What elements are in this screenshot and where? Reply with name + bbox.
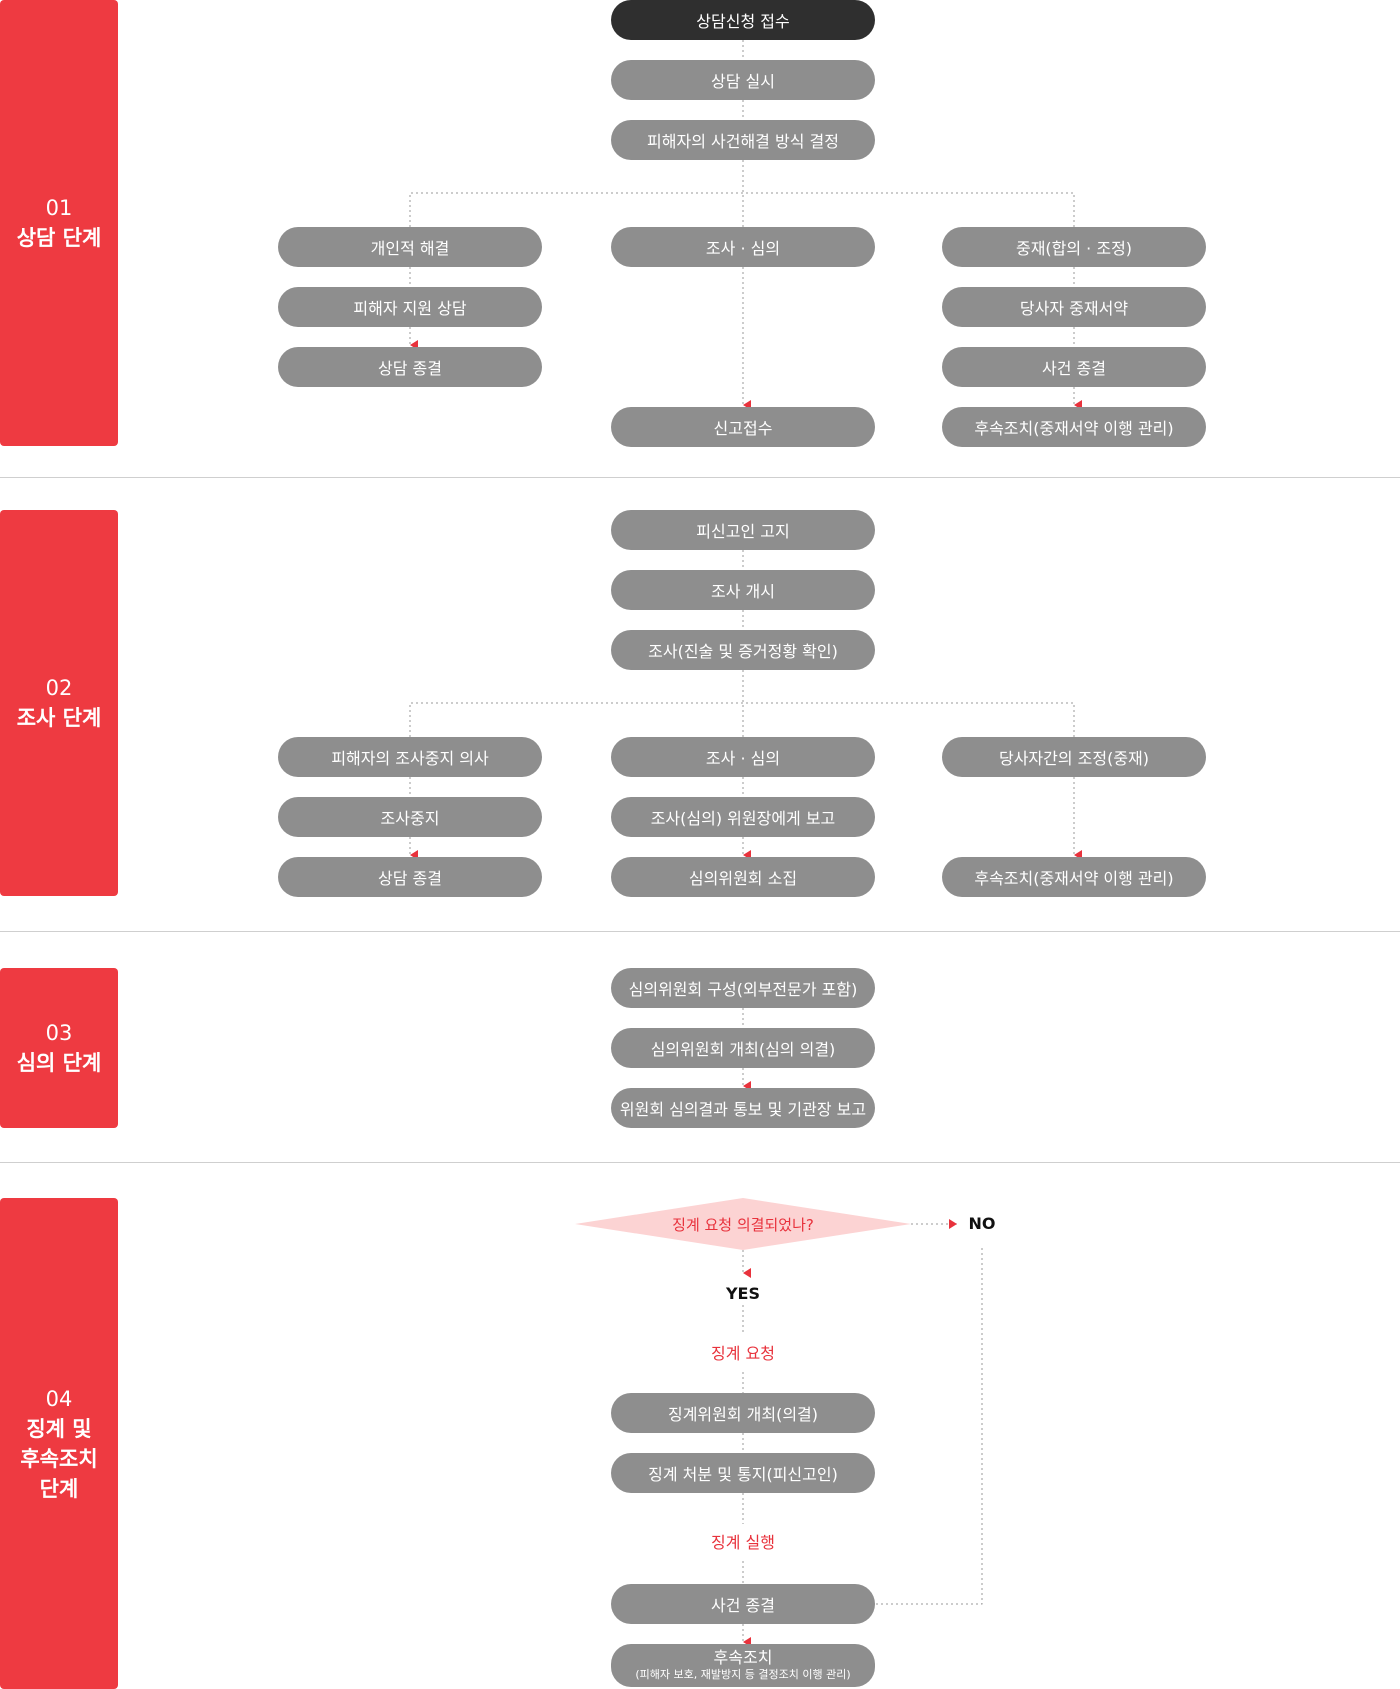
node-support: 피해자 지원 상담 — [278, 287, 542, 327]
node-convene: 심의위원회 소집 — [611, 857, 875, 897]
stage-name: 상담 단계 — [16, 226, 102, 250]
node-notice: 피신고인 고지 — [611, 510, 875, 550]
node-report-chair: 조사(심의) 위원장에게 보고 — [611, 797, 875, 837]
node-followup: 후속조치 (피해자 보호, 재발방지 등 결정조치 이행 관리) — [611, 1644, 875, 1687]
label-execute: 징계 실행 — [711, 1533, 775, 1552]
node-stop: 조사중지 — [278, 797, 542, 837]
node-report: 신고접수 — [611, 407, 875, 447]
label-request: 징계 요청 — [711, 1344, 775, 1363]
stage-3-label: 03 심의 단계 — [0, 968, 118, 1128]
node-close: 상담 종결 — [278, 857, 542, 897]
node-decide: 피해자의 사건해결 방식 결정 — [611, 120, 875, 160]
node-followup: 후속조치(중재서약 이행 관리) — [942, 857, 1206, 897]
node-stop-intent: 피해자의 조사중지 의사 — [278, 737, 542, 777]
node-compose: 심의위원회 구성(외부전문가 포함) — [611, 968, 875, 1008]
node-case-close: 사건 종결 — [942, 347, 1206, 387]
stage-1-label: 01 상담 단계 — [0, 0, 118, 446]
stage-number: 04 — [45, 1386, 73, 1411]
node-start: 조사 개시 — [611, 570, 875, 610]
followup-title: 후속조치 — [713, 1647, 773, 1667]
stage-number: 01 — [45, 196, 73, 220]
node-adjust: 당사자간의 조정(중재) — [942, 737, 1206, 777]
node-investigate: 조사 · 심의 — [611, 227, 875, 267]
node-agreement: 당사자 중재서약 — [942, 287, 1206, 327]
node-hold: 심의위원회 개최(심의 의결) — [611, 1028, 875, 1068]
stage-name: 조사 단계 — [16, 706, 102, 730]
node-case-close: 사건 종결 — [611, 1584, 875, 1624]
node-discipline-committee: 징계위원회 개최(의결) — [611, 1393, 875, 1433]
node-followup: 후속조치(중재서약 이행 관리) — [942, 407, 1206, 447]
stage-name: 심의 단계 — [16, 1051, 102, 1075]
stage-divider — [0, 1162, 1400, 1163]
stage-number: 03 — [45, 1021, 73, 1045]
node-close: 상담 종결 — [278, 347, 542, 387]
label-yes: YES — [725, 1284, 761, 1303]
stage-number: 02 — [45, 676, 73, 700]
stage-name: 징계 및 후속조치 단계 — [20, 1416, 98, 1501]
node-mediation: 중재(합의 · 조정) — [942, 227, 1206, 267]
node-personal: 개인적 해결 — [278, 227, 542, 267]
node-disposition: 징계 처분 및 통지(피신고인) — [611, 1453, 875, 1493]
node-counsel: 상담 실시 — [611, 60, 875, 100]
label-no: NO — [968, 1214, 996, 1233]
stage-divider — [0, 931, 1400, 932]
node-receive: 상담신청 접수 — [611, 0, 875, 40]
node-review: 조사 · 심의 — [611, 737, 875, 777]
stage-2-label: 02 조사 단계 — [0, 510, 118, 896]
stage-4-label: 04 징계 및 후속조치 단계 — [0, 1198, 118, 1689]
stage-divider — [0, 477, 1400, 478]
node-notify: 위원회 심의결과 통보 및 기관장 보고 — [611, 1088, 875, 1128]
decision-question: 징계 요청 의결되었나? — [672, 1215, 814, 1234]
followup-detail: (피해자 보호, 재발방지 등 결정조치 이행 관리) — [635, 1667, 851, 1681]
node-inquiry: 조사(진술 및 증거정황 확인) — [611, 630, 875, 670]
decision-diamond: 징계 요청 의결되었나? — [575, 1198, 911, 1250]
